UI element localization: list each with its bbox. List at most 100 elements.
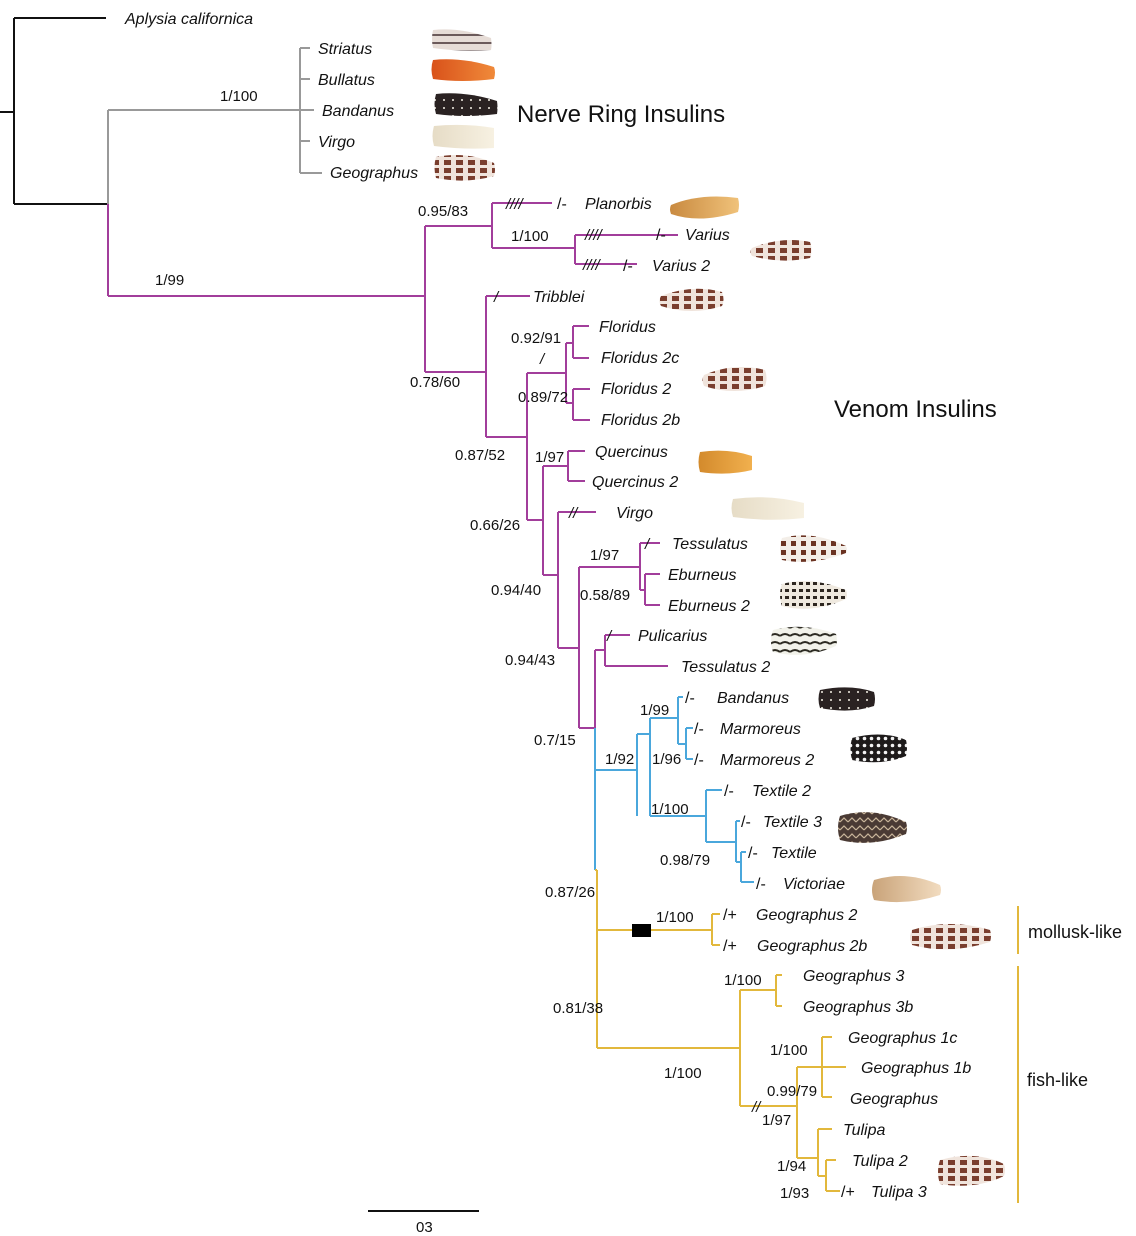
support-value: 0.66/26 (470, 517, 520, 534)
support-value: 1/92 (605, 751, 634, 768)
support-value: 0.7/15 (534, 732, 576, 749)
branch-slash: // (568, 505, 579, 522)
branch-slash: //// (582, 257, 602, 274)
tip-mark: /- (756, 876, 766, 893)
tip-mark: /- (685, 690, 695, 707)
taxon-label: Eburneus 2 (668, 598, 750, 615)
shell-geographus-nr-image (435, 155, 496, 181)
taxon-label: Geographus 3b (803, 999, 913, 1016)
support-value: 1/100 (724, 972, 762, 989)
tip-mark: /+ (723, 938, 737, 955)
tip-mark: /+ (723, 907, 737, 924)
taxon-label: Tessulatus (672, 536, 748, 553)
taxon-label: Textile 2 (752, 783, 811, 800)
shell-virgo-nr-image (433, 125, 495, 149)
tip-mark: /- (694, 721, 704, 738)
shell-eburneus-image (780, 581, 847, 609)
shell-virgo-image (732, 497, 805, 520)
taxon-labels: Aplysia californica Striatus Bullatus Ba… (124, 11, 971, 1201)
taxon-label: Geographus (330, 165, 418, 182)
scale-bar-label: 03 (416, 1219, 433, 1236)
taxon-label: Textile (771, 845, 817, 862)
tip-marks: /- /- /- /- /- /- /- /- /- /- /+ /+ /+ (557, 196, 855, 1201)
taxon-label: Tulipa (843, 1122, 885, 1139)
tip-mark: /- (724, 783, 734, 800)
taxon-label: Bullatus (318, 72, 375, 89)
support-value: 1/99 (155, 272, 184, 289)
taxon-label: Floridus (599, 319, 656, 336)
taxon-label: Tulipa 3 (871, 1184, 927, 1201)
taxon-label: Geographus 1c (848, 1030, 957, 1047)
support-value: 1/100 (511, 228, 549, 245)
support-value: 0.94/43 (505, 652, 555, 669)
tip-mark: /- (694, 752, 704, 769)
taxon-label: Striatus (318, 41, 372, 58)
shell-bandanus-image (819, 687, 876, 710)
branch-slash: // (751, 1099, 762, 1116)
branch-slash: / (644, 536, 651, 553)
shell-tulipa-image (938, 1156, 1005, 1186)
taxon-label: Textile 3 (763, 814, 822, 831)
tip-mark: /- (741, 814, 751, 831)
support-value: 1/97 (762, 1112, 791, 1129)
taxon-label: Bandanus (717, 690, 789, 707)
gain-marker (632, 924, 651, 937)
support-value: 1/97 (590, 547, 619, 564)
support-values: 1/100 1/99 0.95/83 1/100 0.78/60 0.92/91… (155, 88, 817, 1202)
support-value: 0.87/26 (545, 884, 595, 901)
shell-quercinus-image (699, 451, 753, 474)
support-value: 0.89/72 (518, 389, 568, 406)
tip-mark: /+ (841, 1184, 855, 1201)
shell-geographus2-image (910, 924, 991, 949)
nerve-ring-branches (108, 48, 322, 204)
taxon-label: Geographus 2 (756, 907, 858, 924)
group-mollusk-like: mollusk-like (1028, 922, 1122, 942)
shell-tessulatus-image (780, 535, 847, 562)
taxon-label: Floridus 2b (601, 412, 680, 429)
taxon-label: Geographus (850, 1091, 938, 1108)
taxon-label: Geographus 3 (803, 968, 905, 985)
tip-mark: /- (748, 845, 758, 862)
taxon-label: Marmoreus (720, 721, 801, 738)
shell-striatus-image (432, 29, 492, 50)
taxon-label: Geographus 2b (757, 938, 867, 955)
support-value: 1/100 (220, 88, 258, 105)
support-value: 1/100 (770, 1042, 808, 1059)
heading-nerve-ring: Nerve Ring Insulins (517, 101, 725, 128)
branch-slash: //// (584, 227, 604, 244)
support-value: 1/100 (651, 801, 689, 818)
shell-pulicarius-image (771, 627, 837, 655)
support-value: 0.81/38 (553, 1000, 603, 1017)
support-value: 1/94 (777, 1158, 806, 1175)
support-value: 0.98/79 (660, 852, 710, 869)
taxon-label: Virgo (616, 505, 653, 522)
taxon-label: Virgo (318, 134, 355, 151)
taxon-label: Eburneus (668, 567, 737, 584)
taxon-label: Tessulatus 2 (681, 659, 770, 676)
support-value: 0.87/52 (455, 447, 505, 464)
tip-mark: /- (623, 258, 633, 275)
support-value: 0.94/40 (491, 582, 541, 599)
taxon-label: Quercinus 2 (592, 474, 678, 491)
shell-floridus-image (703, 367, 767, 391)
shell-marmoreus-image (851, 734, 908, 762)
taxon-label: Marmoreus 2 (720, 752, 814, 769)
shell-textile-image (838, 812, 907, 843)
support-value: 0.95/83 (418, 203, 468, 220)
taxon-label: Varius 2 (652, 258, 710, 275)
taxon-label: Planorbis (585, 196, 652, 213)
support-value: 0.99/79 (767, 1083, 817, 1100)
taxon-label: Tribblei (533, 289, 585, 306)
taxon-label: Bandanus (322, 103, 394, 120)
support-value: 1/100 (656, 909, 694, 926)
taxon-label: Tulipa 2 (852, 1153, 908, 1170)
support-value: 0.58/89 (580, 587, 630, 604)
taxon-label: Varius (685, 227, 730, 244)
support-value: 1/100 (664, 1065, 702, 1082)
support-value: 0.92/91 (511, 330, 561, 347)
shell-planorbis-image (670, 197, 739, 219)
taxon-label: Victoriae (783, 876, 845, 893)
shell-bandanus-nr-image (435, 93, 498, 116)
outgroup-branches (0, 18, 108, 204)
